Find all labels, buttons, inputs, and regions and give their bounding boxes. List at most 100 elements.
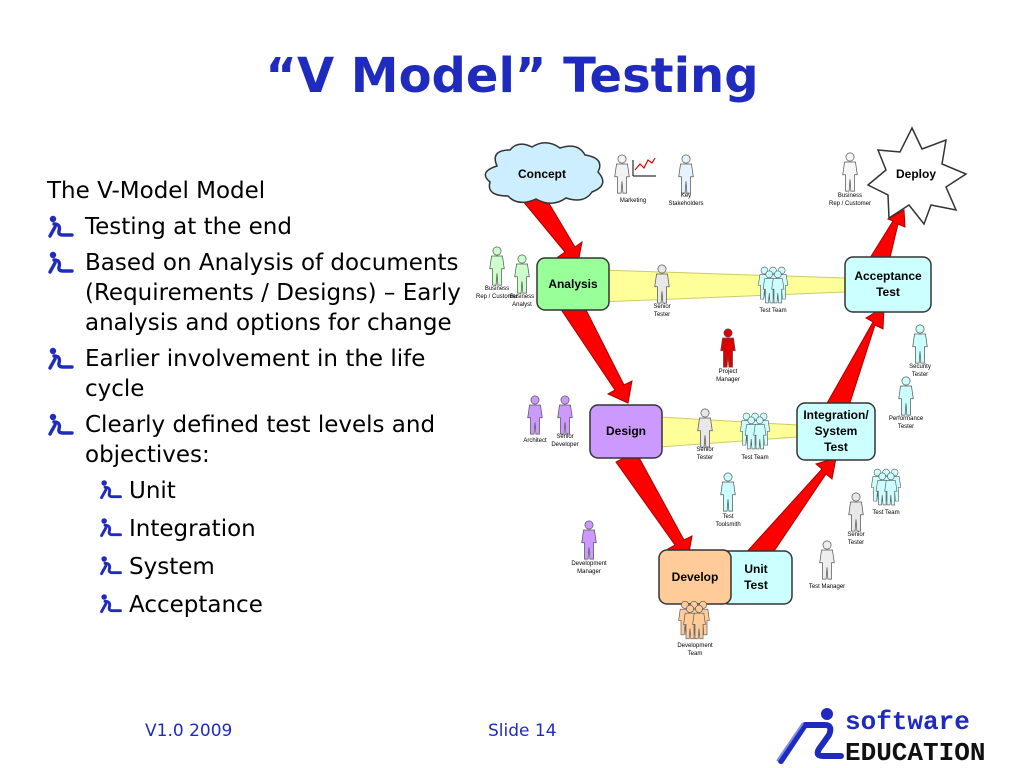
svg-text:Acceptance: Acceptance xyxy=(854,269,922,283)
svg-text:Analyst: Analyst xyxy=(512,302,532,308)
svg-text:Rep / Customer: Rep / Customer xyxy=(829,201,871,207)
bullet-marker-icon xyxy=(47,410,75,438)
logo-mark-icon xyxy=(776,708,844,764)
bullet-item: Based on Analysis of documents (Requirem… xyxy=(47,248,467,338)
key-stakeholders-label-line2: Stakeholders xyxy=(668,201,703,207)
group-icon xyxy=(740,413,769,449)
design-to-integration-arrow xyxy=(659,416,798,448)
design-to-develop-arrow xyxy=(615,451,693,559)
bullet-marker-icon xyxy=(99,515,123,539)
svg-text:Tester: Tester xyxy=(912,372,928,378)
development-team-role: Development Team xyxy=(677,601,713,657)
test-toolsmith-role: Test Toolsmith xyxy=(715,472,741,528)
architect-role: Architect xyxy=(523,395,547,444)
integration-to-acceptance-arrow xyxy=(825,306,885,416)
develop-label: Develop xyxy=(672,570,719,584)
group-icon xyxy=(871,469,900,505)
svg-text:System: System xyxy=(815,424,858,438)
bullet-list: The V-Model Model Testing at the end Bas… xyxy=(47,176,467,628)
svg-text:Test Team: Test Team xyxy=(759,308,786,314)
svg-text:Senior: Senior xyxy=(556,434,573,440)
senior-tester-integration-role: Senior Tester xyxy=(847,492,865,546)
svg-text:Architect: Architect xyxy=(523,438,547,444)
svg-text:Manager: Manager xyxy=(577,569,601,575)
svg-text:Test: Test xyxy=(722,514,733,520)
svg-text:Tester: Tester xyxy=(654,312,670,318)
logo-text-line2: EDUCATION xyxy=(845,738,985,765)
sub-bullet-item: System xyxy=(47,552,467,582)
deploy-label: Deploy xyxy=(896,167,936,181)
svg-text:Security: Security xyxy=(909,364,931,370)
svg-text:Test Team: Test Team xyxy=(872,510,899,516)
develop-node: Develop xyxy=(658,549,732,605)
svg-text:Test: Test xyxy=(824,440,848,454)
svg-text:Development: Development xyxy=(571,561,607,567)
business-rep-left-role: Business Rep / Customer xyxy=(476,246,518,300)
project-manager-role: Project Manager xyxy=(716,328,740,383)
unit-test-label-line1: Unit xyxy=(744,562,767,576)
svg-text:Developer: Developer xyxy=(551,442,578,448)
analysis-node: Analysis xyxy=(536,257,610,311)
svg-text:Test Manager: Test Manager xyxy=(809,584,845,590)
senior-developer-role: Senior Developer xyxy=(551,395,579,448)
test-team-acceptance-role: Test Team xyxy=(758,267,787,314)
design-node: Design xyxy=(589,404,663,459)
development-manager-role: Development Manager xyxy=(571,520,607,575)
integration-system-test-node: Integration/ System Test xyxy=(796,402,876,461)
test-manager-role: Test Manager xyxy=(809,540,845,590)
person-icon xyxy=(720,328,736,368)
design-label: Design xyxy=(606,424,646,438)
svg-text:Test Team: Test Team xyxy=(741,455,768,461)
bullet-marker-icon xyxy=(47,212,75,240)
test-team-design-role: Test Team xyxy=(740,413,769,461)
sub-bullet-item: Acceptance xyxy=(47,590,467,620)
red-v-arrows xyxy=(521,189,906,567)
performance-tester-role: Performance Tester xyxy=(889,376,924,430)
svg-text:Senior: Senior xyxy=(847,532,864,538)
marketing-label: Marketing xyxy=(620,198,646,204)
footer-version: V1.0 2009 xyxy=(145,721,233,741)
person-icon xyxy=(720,472,736,512)
person-icon xyxy=(581,520,597,560)
bullet-marker-icon xyxy=(99,477,123,501)
concept-label: Concept xyxy=(518,167,566,181)
person-icon xyxy=(898,376,914,416)
software-education-logo: software EDUCATION xyxy=(776,707,985,765)
security-tester-role: Security Tester xyxy=(909,324,931,378)
person-icon xyxy=(819,540,835,580)
svg-text:Manager: Manager xyxy=(716,377,740,383)
bullet-marker-icon xyxy=(99,553,123,577)
footer-slide-number: Slide 14 xyxy=(488,721,557,741)
test-team-integration-role: Test Team xyxy=(871,469,900,516)
slide-title: “V Model” Testing xyxy=(265,48,759,104)
svg-text:Team: Team xyxy=(688,651,703,657)
key-stakeholders-role: Key Stakeholders xyxy=(668,154,704,207)
analysis-to-acceptance-arrow xyxy=(599,269,846,303)
key-stakeholders-label-line1: Key xyxy=(681,193,691,199)
svg-text:Development: Development xyxy=(677,643,713,649)
person-icon xyxy=(557,395,573,435)
logo-text-line1: software xyxy=(845,707,970,737)
person-icon xyxy=(912,324,928,364)
unit-test-node: Unit Test xyxy=(719,550,793,605)
person-icon xyxy=(848,492,864,532)
business-rep-top-role: Business Rep / Customer xyxy=(829,152,871,207)
bullet-item: Clearly defined test levels and objectiv… xyxy=(47,410,467,470)
person-icon xyxy=(842,152,858,192)
svg-text:Project: Project xyxy=(719,369,738,375)
bullet-marker-icon xyxy=(47,248,75,276)
person-icon xyxy=(678,154,694,194)
svg-text:Tester: Tester xyxy=(697,455,713,461)
deploy-node: Deploy xyxy=(866,126,968,226)
v-model-diagram: Concept Deploy Analysis Design Unit Test… xyxy=(476,126,968,657)
analysis-to-design-arrow xyxy=(559,297,633,404)
senior-tester-analysis-role: Senior Tester xyxy=(653,264,671,318)
bullet-marker-icon xyxy=(99,591,123,615)
svg-text:Business: Business xyxy=(510,294,534,300)
person-icon xyxy=(489,246,505,286)
svg-text:Integration/: Integration/ xyxy=(803,408,869,422)
concept-node: Concept xyxy=(484,142,604,204)
svg-text:Tester: Tester xyxy=(848,540,864,546)
svg-text:Rep / Customer: Rep / Customer xyxy=(476,294,518,300)
analysis-label: Analysis xyxy=(548,277,598,291)
